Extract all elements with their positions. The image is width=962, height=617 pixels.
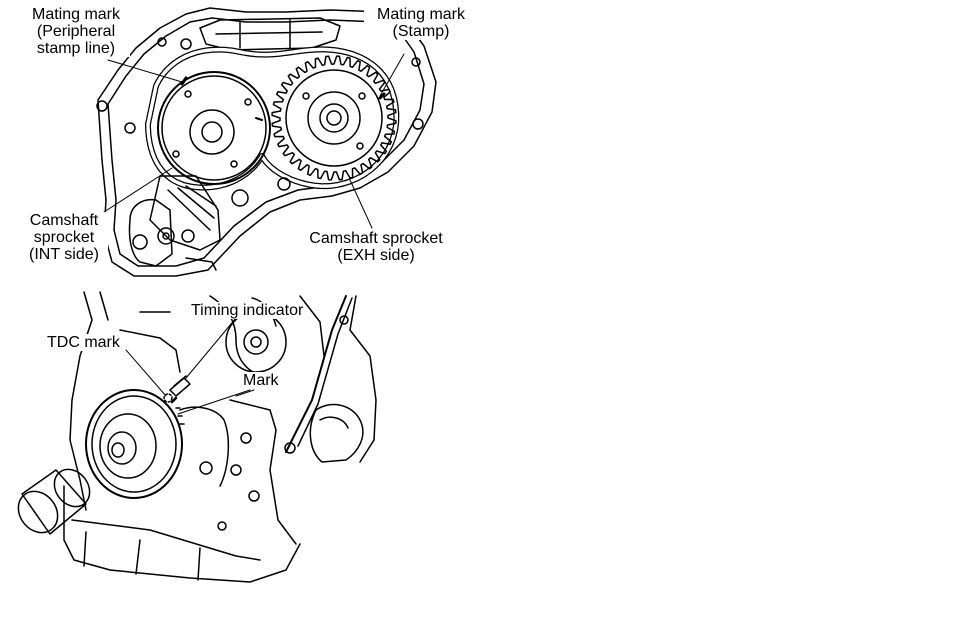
timing-chain <box>145 46 400 191</box>
label-line: Mating mark <box>31 6 121 23</box>
label-mark: Mark <box>242 372 280 389</box>
label-camshaft-sprocket-exh: Camshaft sprocket (EXH side) <box>294 230 458 264</box>
label-line: Timing indicator <box>191 302 304 319</box>
label-line: sprocket <box>33 229 95 246</box>
label-mating-mark-int: Mating mark (Peripheral stamp line) <box>22 6 130 57</box>
label-line: Mating mark <box>376 6 466 23</box>
bottom-leader-lines <box>125 317 255 415</box>
label-line: Camshaft sprocket <box>309 230 443 247</box>
oil-filter <box>17 468 91 535</box>
label-timing-indicator: Timing indicator <box>190 302 305 319</box>
cylinder-head-front-cover <box>96 7 437 277</box>
timing-indicator <box>163 375 191 403</box>
label-line: stamp line) <box>36 40 116 57</box>
label-line: (Peripheral <box>36 23 116 40</box>
label-line: Camshaft <box>29 212 99 229</box>
label-line: (EXH side) <box>337 247 415 264</box>
top-leader-lines <box>103 53 405 229</box>
label-line: (INT side) <box>29 246 99 263</box>
chain-tensioner <box>128 175 291 271</box>
crankshaft-pulley <box>85 389 185 499</box>
label-mating-mark-exh: Mating mark (Stamp) <box>364 6 478 40</box>
label-line: TDC mark <box>47 334 120 351</box>
camshaft-sprocket-int <box>157 71 271 185</box>
label-camshaft-sprocket-int: Camshaft sprocket (INT side) <box>20 212 108 263</box>
label-line: (Stamp) <box>392 23 450 40</box>
label-tdc-mark: TDC mark <box>46 334 121 351</box>
label-line: Mark <box>243 372 279 389</box>
camshaft-sprocket-exh <box>271 55 397 181</box>
engine-front-block <box>63 291 377 583</box>
